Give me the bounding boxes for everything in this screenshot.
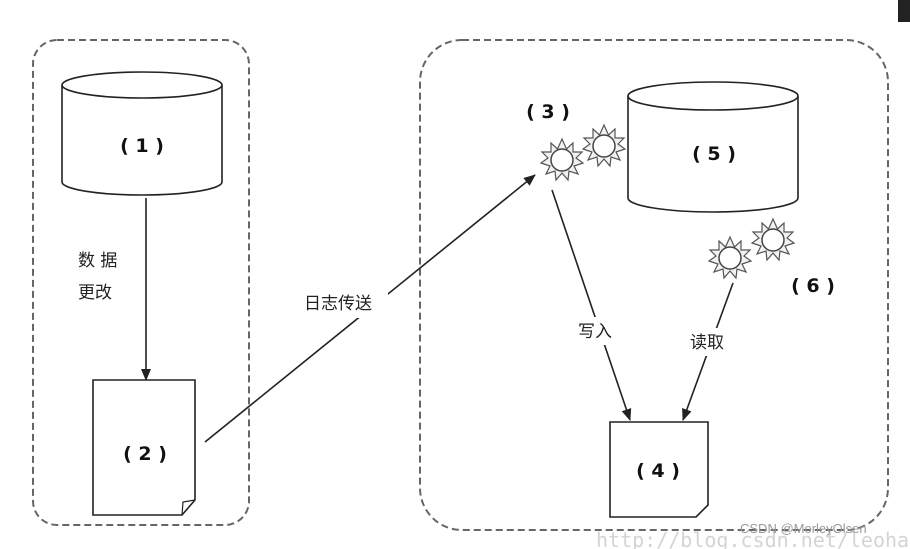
write-label: 写入 [578,322,612,342]
reader-thread-gear-icon [751,218,795,261]
source-database-cylinder [61,71,223,196]
binlog-document-label: ( 2 ) [123,443,167,465]
relay-log-document [609,421,709,518]
reader-thread-gear-icon [708,236,752,279]
read-label: 读取 [690,333,724,353]
writer-threads-label: ( 3 ) [526,101,570,123]
replica-database-cylinder [627,81,799,213]
url-watermark: http://blog.csdn.net/leohan [596,528,910,549]
data-change-label-line1: 数 据 [78,251,117,271]
source-database-label: ( 1 ) [120,135,164,157]
relay-log-document-label: ( 4 ) [636,460,680,482]
writer-thread-gear-icon [582,124,626,167]
replica-database-label: ( 5 ) [692,143,736,165]
write-arrow [551,189,632,421]
binlog-document-fold [181,499,196,516]
writer-thread-gear-icon [540,138,584,181]
data-change-label-line2: 更改 [78,283,112,303]
csdn-watermark: CSDN @MorleyOlsen [740,521,867,536]
source-server-container [32,39,250,526]
reader-threads-label: ( 6 ) [791,275,835,297]
log-transfer-label-bg [288,288,388,318]
read-label-bg [684,328,730,356]
binlog-document [92,379,196,516]
replica-server-container [419,39,889,531]
corner-mark [898,0,910,22]
write-label-bg [572,317,618,345]
log-transfer-label: 日志传送 [304,294,372,314]
